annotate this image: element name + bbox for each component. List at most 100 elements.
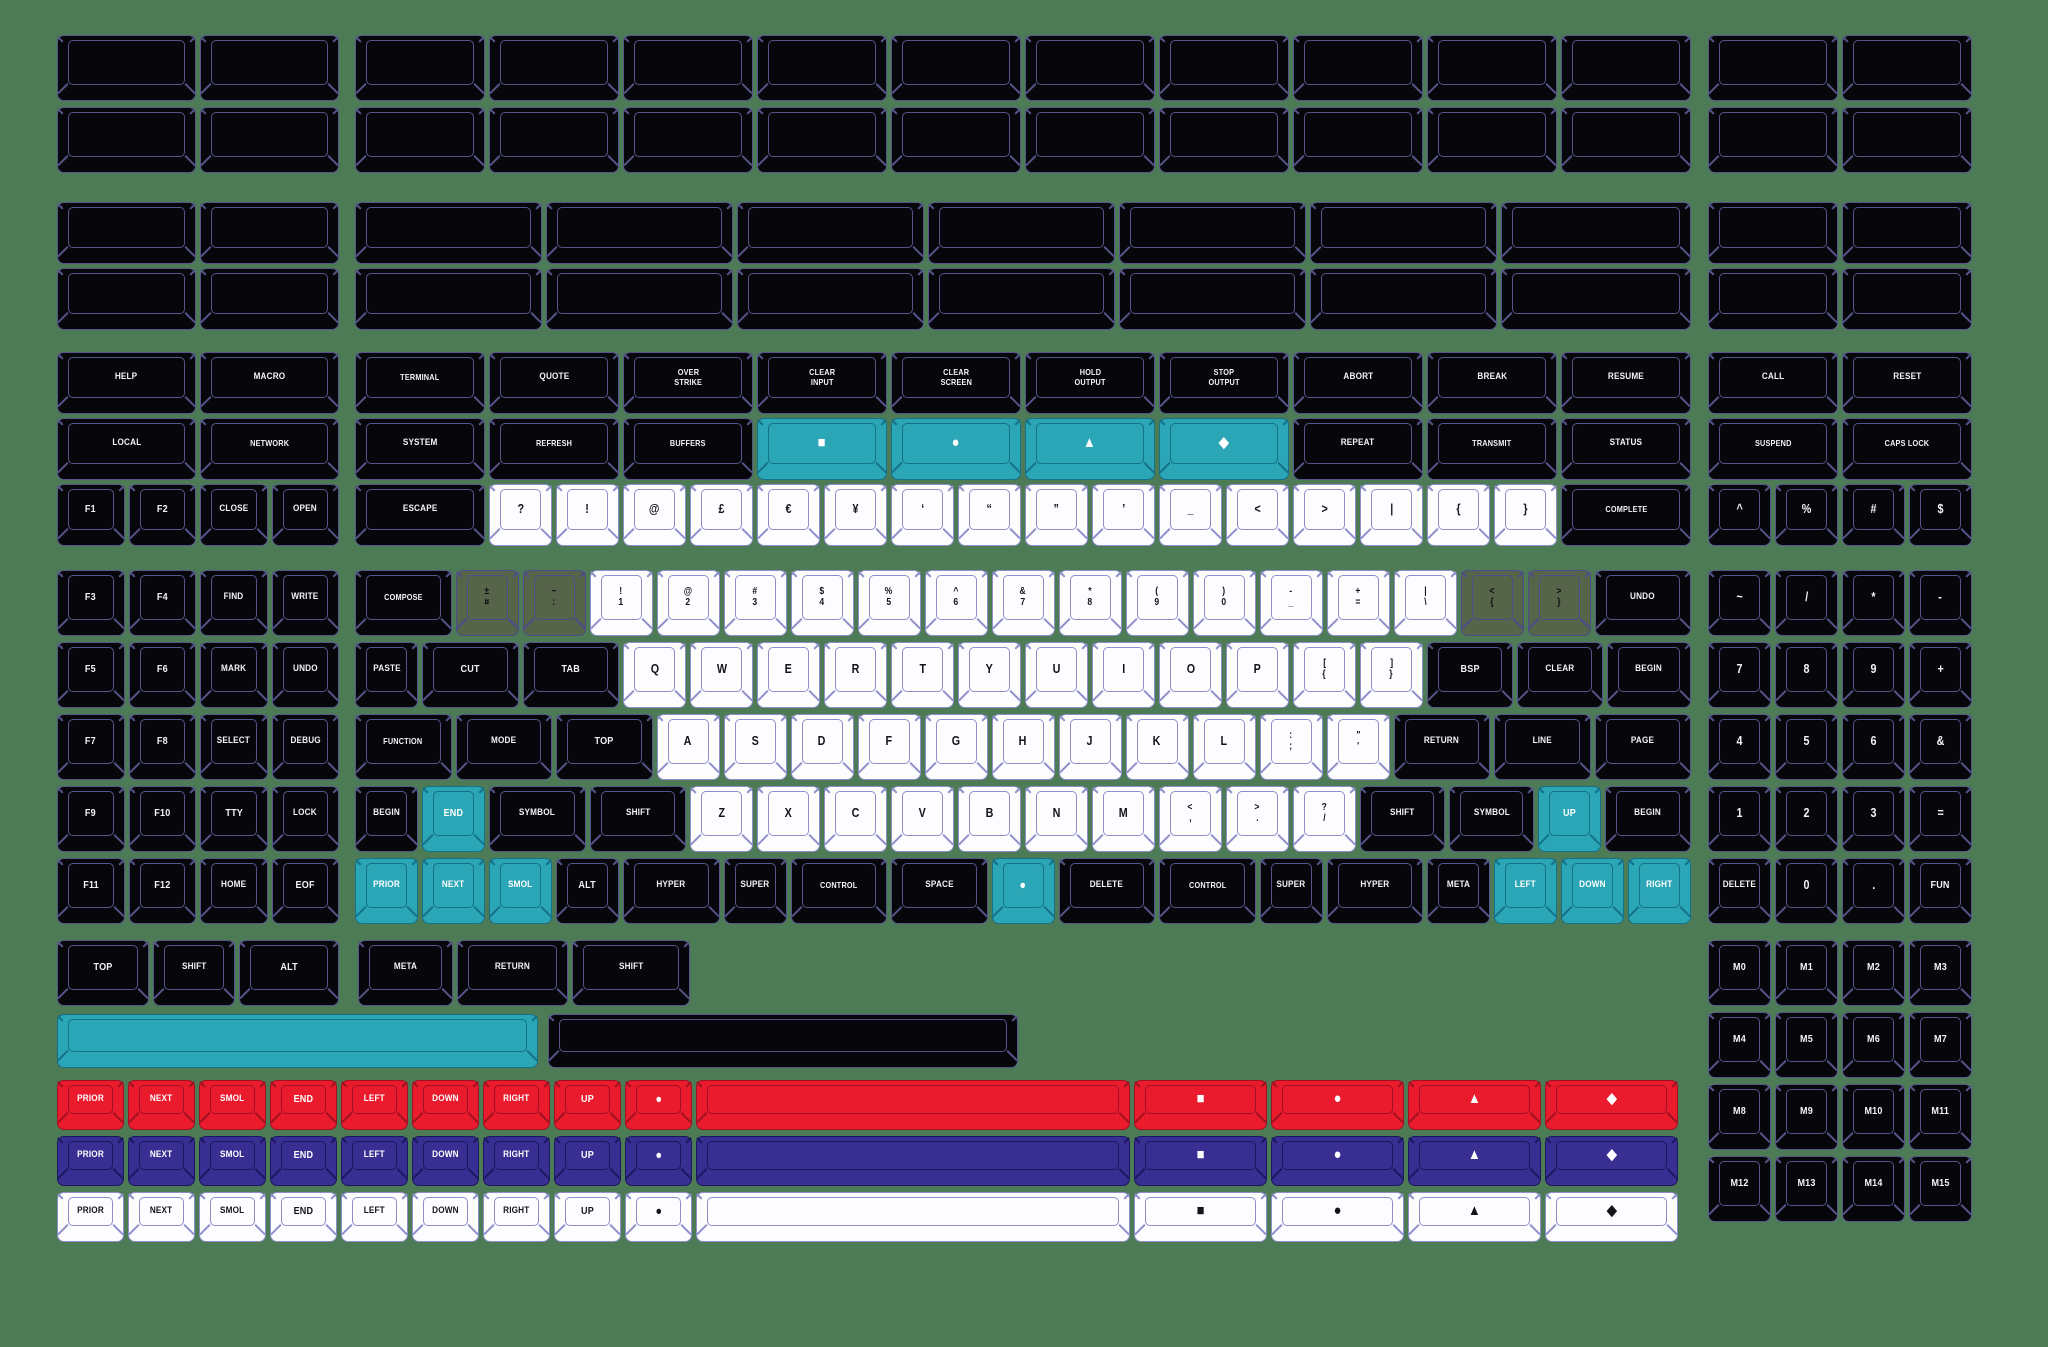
key-shift: SHIFT <box>589 786 686 852</box>
key-find: FIND <box>200 570 268 636</box>
key-legend: ~ <box>1736 589 1743 604</box>
key-blank <box>200 107 339 173</box>
key-sublegend: 9 <box>1154 596 1160 608</box>
key-filled-square: ■ <box>1134 1136 1267 1186</box>
keycap-top: ALT <box>250 945 328 990</box>
key-legend: ◆ <box>1606 1202 1617 1220</box>
key-legend: RESET <box>1892 371 1922 383</box>
key-sublegend: / <box>1323 812 1326 824</box>
keycap-top: COMPLETE <box>1572 489 1680 530</box>
key-legend: TTY <box>224 806 243 819</box>
key-legend: HYPER <box>1360 879 1390 891</box>
key-legend: ▲ <box>1468 1090 1481 1108</box>
key-i: I <box>1092 642 1155 708</box>
key-legend: MODE <box>491 735 517 747</box>
key-sublegend: , <box>1189 812 1192 824</box>
keycap-top <box>768 40 876 85</box>
key-legend: F10 <box>154 806 171 819</box>
key-question: ? <box>489 484 552 546</box>
keycap-top <box>902 40 1010 85</box>
key-legend: _ <box>1187 501 1194 516</box>
key-c: C <box>824 786 887 852</box>
key-control: CONTROL <box>1159 858 1256 924</box>
key-blank <box>1025 35 1155 101</box>
keycap-top: ■ <box>1145 1085 1256 1114</box>
key-right: RIGHT <box>483 1136 550 1186</box>
key-blank <box>1025 107 1155 173</box>
key-legend: SMOL <box>220 1205 245 1217</box>
key-filled-circle: ● <box>625 1080 692 1130</box>
key-u: U <box>1025 642 1088 708</box>
key-legend: FUNCTION <box>383 735 423 746</box>
keycap-top: Y <box>969 647 1010 692</box>
keycap-top: F8 <box>139 719 185 764</box>
keycap-top: PRIOR <box>68 1085 113 1114</box>
key-blank <box>757 35 887 101</box>
keycap-top <box>1853 40 1961 85</box>
keycap-top: 4 <box>1719 719 1760 764</box>
key-shift: SHIFT <box>153 940 235 1006</box>
key-legend: PAGE <box>1631 735 1655 747</box>
key-legend: M <box>1118 805 1129 820</box>
key-sublegend: _ <box>1288 596 1294 608</box>
key-m14: M14 <box>1842 1156 1905 1222</box>
key-legend: - <box>1289 585 1293 597</box>
key-smol: SMOL <box>489 858 552 924</box>
key-ampersand-7: &7 <box>991 570 1055 636</box>
key-legend: : <box>1289 729 1293 741</box>
key-legend: < <box>1489 585 1495 597</box>
keycap-top: CLOSE <box>211 489 257 530</box>
key-legend: P <box>1253 661 1262 676</box>
key-sublegend: : <box>552 596 556 608</box>
key-down: DOWN <box>412 1080 479 1130</box>
keycap-top <box>748 273 913 314</box>
key-symbol: SYMBOL <box>489 786 586 852</box>
key-greater-than: > <box>1293 484 1356 546</box>
keycap-top: LEFT <box>352 1197 397 1226</box>
key-blank <box>1119 268 1306 330</box>
key-legend: NEXT <box>150 1205 173 1217</box>
key-legend: PRIOR <box>373 879 400 891</box>
keycap-top: BREAK <box>1438 357 1546 398</box>
key-pipe: | <box>1360 484 1423 546</box>
key-1: 1 <box>1708 786 1771 852</box>
keycap-top: F9 <box>68 791 114 836</box>
keycap-top <box>1572 112 1680 157</box>
keycap-top: SPACE <box>902 863 977 908</box>
keycap-top: 6 <box>1853 719 1894 764</box>
key-legend: DOWN <box>432 1149 459 1161</box>
key-filled-circle: ● <box>625 1136 692 1186</box>
key-undo: UNDO <box>271 642 339 708</box>
keycap-top: TTY <box>211 791 257 836</box>
key-legend: ● <box>1333 1146 1342 1164</box>
key-meta: META <box>1427 858 1490 924</box>
key-mode: MODE <box>455 714 552 780</box>
key-m1: M1 <box>1775 940 1838 1006</box>
key-legend: A <box>684 733 692 748</box>
key-legend: SHIFT <box>1390 807 1415 819</box>
key-s: S <box>723 714 787 780</box>
keycap-top <box>1438 40 1546 85</box>
key-asterisk-8: *8 <box>1058 570 1122 636</box>
key-legend: M5 <box>1800 1032 1813 1045</box>
key-blank <box>737 268 924 330</box>
key-filled-diamond: ◆ <box>1159 418 1289 480</box>
key-legend: SMOL <box>508 879 533 891</box>
key-blank <box>1708 268 1838 330</box>
keycap-top: C <box>835 791 876 836</box>
keycap-top: LINE <box>1505 719 1580 764</box>
key-asterisk: * <box>1842 570 1905 636</box>
keycap-top: END <box>433 791 474 836</box>
key-blank <box>757 107 887 173</box>
key-q: Q <box>623 642 686 708</box>
key-tilde-colon: ~: <box>522 570 586 636</box>
key-plus-equals: += <box>1326 570 1390 636</box>
key-filled-square: ■ <box>757 418 887 480</box>
key-legend: SELECT <box>217 735 251 747</box>
key-legend: SYMBOL <box>1473 807 1510 819</box>
key-f4: F4 <box>128 570 196 636</box>
keycap-top: = <box>1920 791 1961 836</box>
key-legend: SCREEN <box>940 376 972 387</box>
key-legend: META <box>1446 879 1471 891</box>
